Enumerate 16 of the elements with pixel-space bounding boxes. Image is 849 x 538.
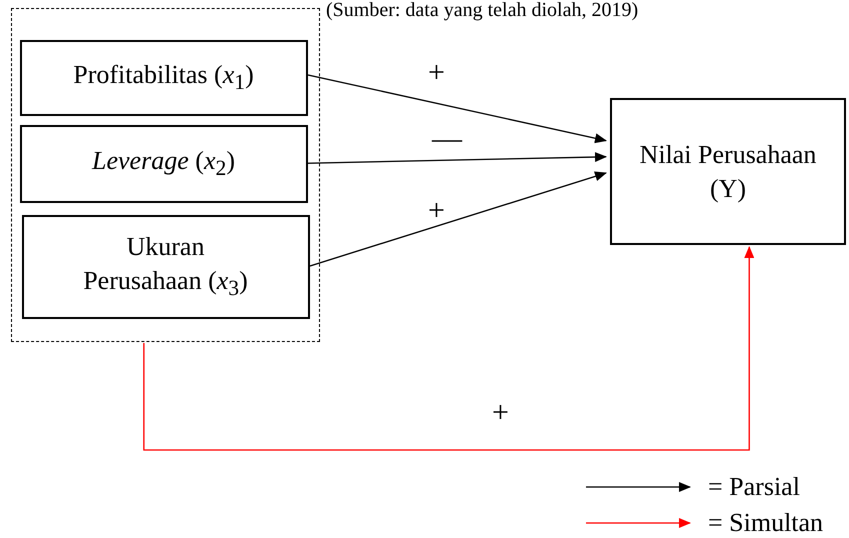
arrow bbox=[310, 172, 607, 267]
legend-label: = Parsial bbox=[708, 471, 800, 502]
edge-label: + bbox=[492, 398, 509, 428]
edge-label: + bbox=[428, 58, 445, 88]
arrow bbox=[308, 152, 607, 164]
variable-box: Ukuran Perusahaan (x$_{3}$) bbox=[22, 214, 310, 318]
dependent-variable-box: Nilai Perusahaan (Y) bbox=[610, 98, 846, 245]
variable-box: Leverage (x$_{2}$) bbox=[20, 124, 308, 202]
edge-label: — bbox=[432, 124, 462, 154]
edge-label: + bbox=[428, 196, 445, 226]
legend-label: = Simultan bbox=[708, 507, 824, 538]
variable-box: Profitabilitas (x$_{1}$) bbox=[20, 40, 308, 116]
arrow bbox=[143, 246, 754, 451]
arrow bbox=[308, 74, 607, 144]
source-caption: (Sumber: data yang telah diolah, 2019) bbox=[326, 0, 638, 22]
dashed-group-box bbox=[11, 8, 320, 342]
